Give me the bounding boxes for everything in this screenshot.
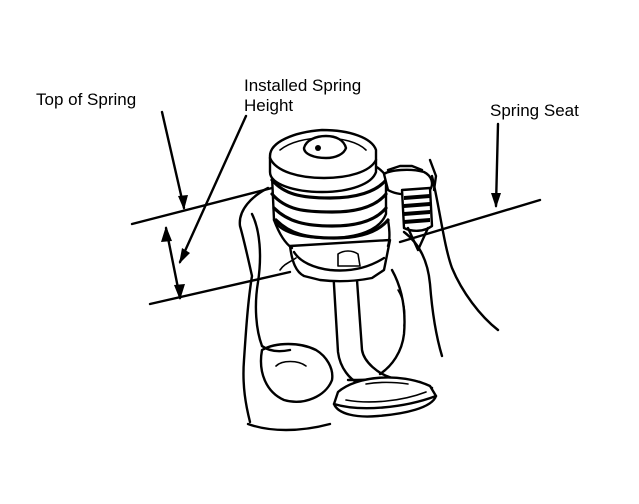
installed-spring-height-label: Installed Spring Height [244,76,361,116]
installed-spring-height-line1: Installed Spring [244,76,362,95]
rocker-stud [382,158,438,252]
top-of-spring-reference-line [130,186,274,226]
top-of-spring-label: Top of Spring [36,90,137,109]
spring-seat-leader [494,122,500,208]
measurement-lines [130,110,542,306]
spring-seat-label: Spring Seat [490,101,579,120]
top-of-spring-leader [160,110,186,210]
installed-height-leader [178,114,248,264]
spring-retainer [268,128,378,194]
spring-seat [279,238,392,283]
dimension-arrowhead-top [161,226,172,242]
installed-spring-height-line2: Height [244,96,294,115]
dimension-arrowhead-bottom [174,284,185,300]
spring-seat-reference-line [148,270,292,306]
valve [331,264,438,418]
